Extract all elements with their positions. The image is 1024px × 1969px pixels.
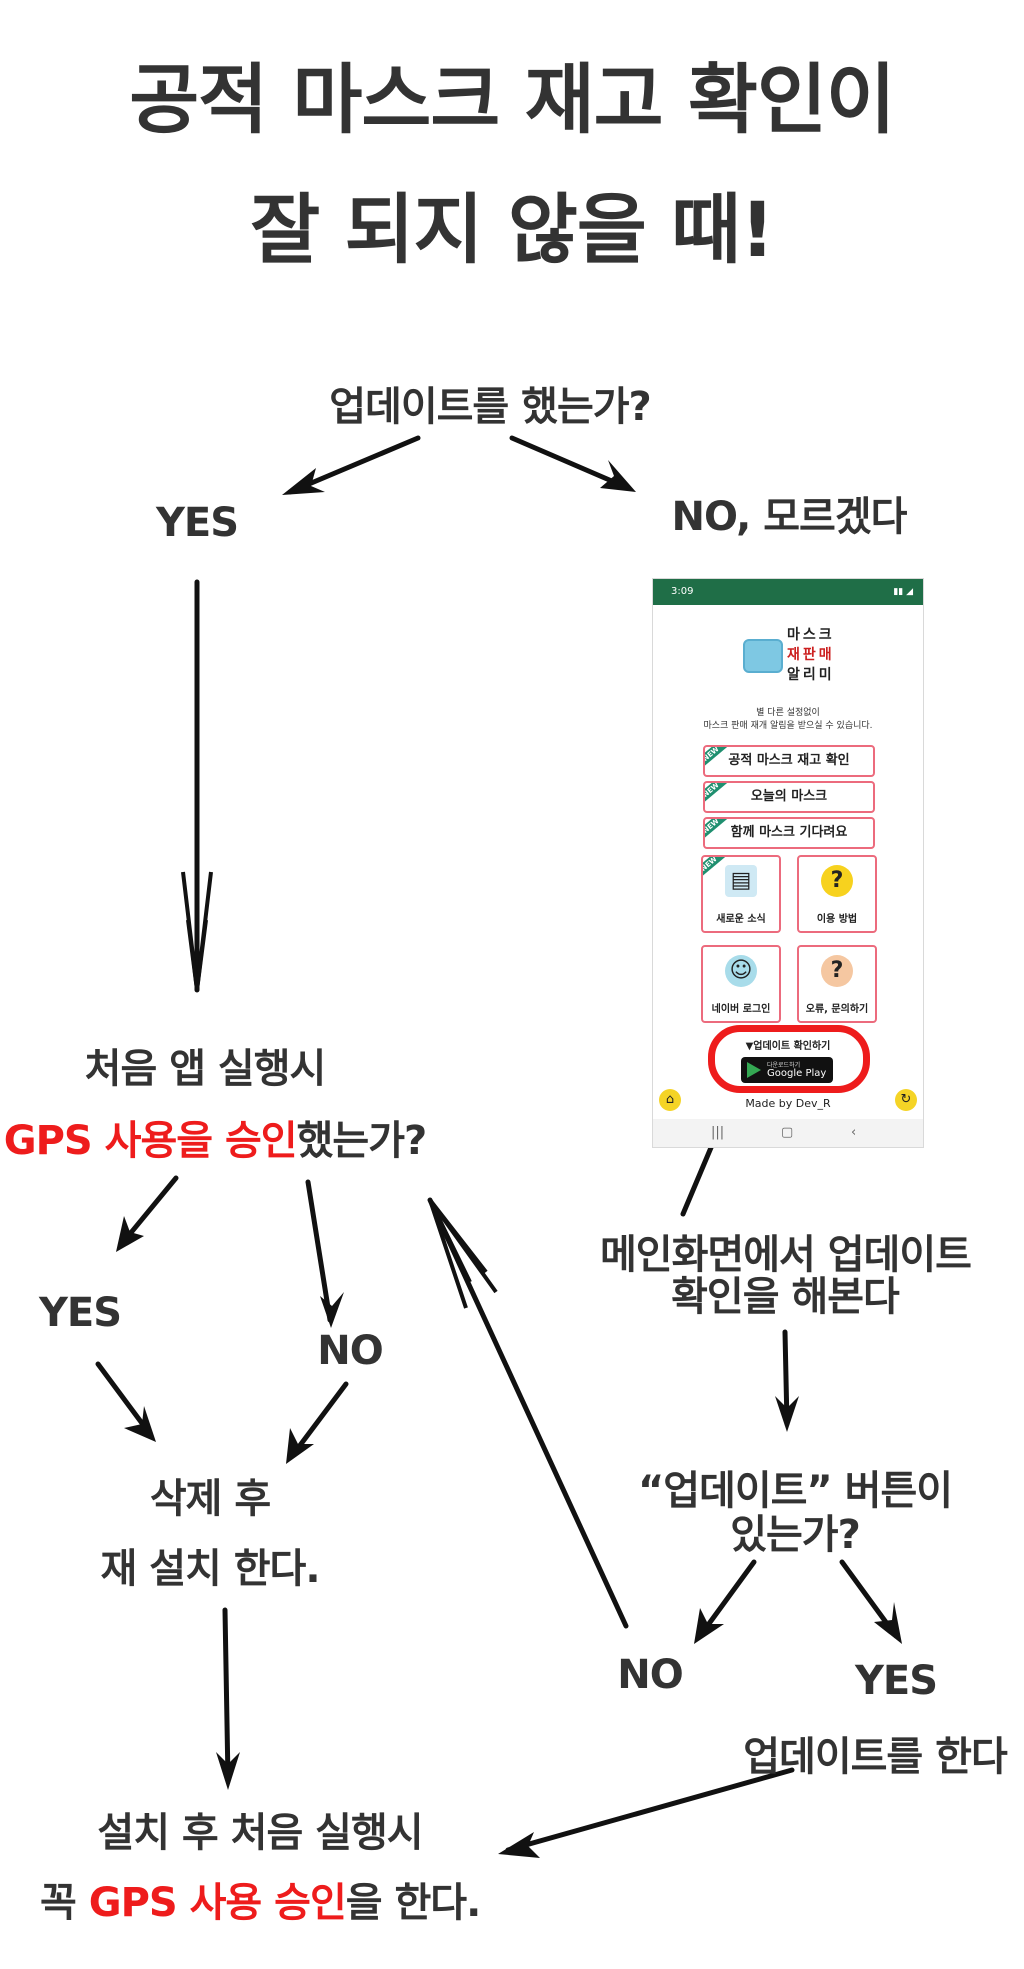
check-main-line-2: 확인을 해본다 (671, 1274, 900, 1320)
new-ribbon: NEW (705, 783, 730, 807)
tile-label: 이용 방법 (816, 914, 858, 925)
app-name-line-1: 마스크 (787, 627, 835, 643)
arrow-button-no (697, 1559, 757, 1639)
mask-icon (743, 639, 783, 673)
final-suffix: 을 한다. (345, 1880, 482, 1926)
answer-no-button: NO (617, 1652, 683, 1698)
final-line-1: 설치 후 처음 실행시 (97, 1810, 423, 1856)
intro-line-2: 마스크 판매 재개 알림을 받으실 수 있습니다. (703, 721, 873, 731)
highlight-circle (708, 1025, 870, 1093)
tile-news[interactable]: NEW ▤ 새로운 소식 (701, 855, 781, 933)
question-update: 업데이트를 했는가? (329, 384, 652, 430)
tile-how-to[interactable]: ? 이용 방법 (797, 855, 877, 933)
recent-apps-icon[interactable]: ||| (711, 1125, 725, 1140)
new-ribbon: NEW (705, 747, 730, 771)
answer-yes-gps: YES (38, 1290, 122, 1336)
arrowhead-gps-no (320, 1292, 344, 1328)
question-button-line-2: 있는가? (730, 1512, 861, 1558)
reinstall-line-1: 삭제 후 (149, 1476, 271, 1522)
gps-question-rest: 했는가? (296, 1118, 428, 1164)
answer-no-unknown: NO, 모르겠다 (671, 494, 908, 540)
status-icons: ▮▮ ◢ (893, 587, 913, 597)
arrowhead-yes-reinstall (124, 1406, 156, 1442)
arrow-update-final (505, 1767, 795, 1853)
answer-yes-button: YES (854, 1658, 938, 1704)
final-prefix: 꼭 (40, 1880, 89, 1926)
arrowhead-no1 (600, 460, 636, 492)
question-icon: ? (821, 865, 853, 897)
intro-line-1: 별 다른 설정없이 (756, 708, 820, 718)
arrowhead-button-yes (874, 1602, 902, 1644)
question-button-line-1: “업데이트” 버튼이 (637, 1468, 953, 1514)
phone-status-bar: 3:09 ▮▮ ◢ (653, 579, 923, 605)
tile-naver-login[interactable]: ☺ 네이버 로그인 (701, 945, 781, 1023)
question-gps-line-2: GPS 사용을 승인했는가? (0, 1108, 430, 1166)
arrow-yes-reinstall (95, 1361, 153, 1437)
status-time: 3:09 (671, 586, 694, 597)
home-icon[interactable]: ⌂ (659, 1089, 681, 1111)
app-name-line-2: 재판매 (787, 647, 835, 663)
arrowhead-update-final (498, 1832, 540, 1858)
newspaper-icon: ▤ (725, 865, 757, 897)
new-ribbon: NEW (703, 857, 728, 881)
gplay-small-text: 다운로드하기 (767, 1062, 801, 1069)
arrowhead-yes1 (282, 468, 325, 495)
do-update: 업데이트를 한다 (743, 1734, 1008, 1780)
tile-support[interactable]: ? 오류, 문의하기 (797, 945, 877, 1023)
app-intro: 별 다른 설정없이 마스크 판매 재개 알림을 받으실 수 있습니다. (653, 707, 923, 733)
refresh-icon[interactable]: ↻ (895, 1089, 917, 1111)
arrowhead-open-back-gps-inner (428, 1198, 488, 1283)
google-play-button[interactable]: 다운로드하기 Google Play (741, 1057, 833, 1083)
app-name-line-3: 알리미 (787, 667, 835, 683)
update-check-label: ▼업데이트 확인하기 (745, 1041, 831, 1052)
app-logo: 마스크 재판매 알리미 (743, 625, 853, 689)
arrow-reinstall-final (222, 1607, 231, 1783)
arrowhead-gps-yes (116, 1216, 144, 1252)
wait-together-button[interactable]: NEW 함께 마스크 기다려요 (703, 817, 875, 849)
arrow-update-no (509, 435, 631, 491)
gplay-big-text: Google Play (767, 1068, 827, 1079)
final-line-2: 꼭 GPS 사용 승인을 한다. (40, 1870, 482, 1928)
today-mask-button[interactable]: NEW 오늘의 마스크 (703, 781, 875, 813)
arrowhead-button-no (694, 1608, 724, 1644)
answer-no-gps: NO (317, 1328, 383, 1374)
arrow-gps-no (305, 1179, 333, 1323)
back-icon[interactable]: ‹ (851, 1125, 857, 1140)
title-line-2: 잘 되지 않을 때! (250, 185, 775, 274)
button-label: 함께 마스크 기다려요 (730, 825, 848, 840)
title-line-1: 공적 마스크 재고 확인이 (129, 55, 896, 144)
user-lock-icon: ☺ (725, 955, 757, 987)
button-label: 오늘의 마스크 (750, 789, 828, 804)
new-ribbon: NEW (705, 819, 730, 843)
android-nav-bar: ||| ▢ ‹ (653, 1119, 923, 1147)
check-main-line-1: 메인화면에서 업데이트 (600, 1232, 972, 1278)
tile-label: 오류, 문의하기 (805, 1004, 869, 1015)
arrowhead-no-reinstall (286, 1428, 314, 1464)
button-label: 공적 마스크 재고 확인 (728, 753, 850, 768)
support-person-icon: ? (821, 955, 853, 987)
made-by: Made by Dev_R (745, 1097, 831, 1110)
final-gps-highlight: GPS 사용 승인 (88, 1880, 347, 1926)
phone-screenshot: 3:09 ▮▮ ◢ 마스크 재판매 알리미 별 다른 설정없이 마스크 판매 재… (652, 578, 924, 1148)
arrowhead-open-yes-gps-inner (186, 919, 208, 991)
play-store-icon (747, 1062, 761, 1078)
public-mask-stock-button[interactable]: NEW 공적 마스크 재고 확인 (703, 745, 875, 777)
arrowhead-check-button (775, 1396, 799, 1432)
question-gps-line-1: 처음 앱 실행시 (84, 1046, 327, 1092)
tile-label: 새로운 소식 (716, 914, 766, 925)
reinstall-line-2: 재 설치 한다. (100, 1546, 320, 1592)
tile-label: 네이버 로그인 (711, 1004, 771, 1015)
answer-yes-update: YES (155, 500, 239, 546)
arrowhead-reinstall-final (216, 1752, 240, 1790)
gps-highlight: GPS 사용을 승인 (3, 1118, 298, 1164)
home-nav-icon[interactable]: ▢ (781, 1125, 794, 1140)
